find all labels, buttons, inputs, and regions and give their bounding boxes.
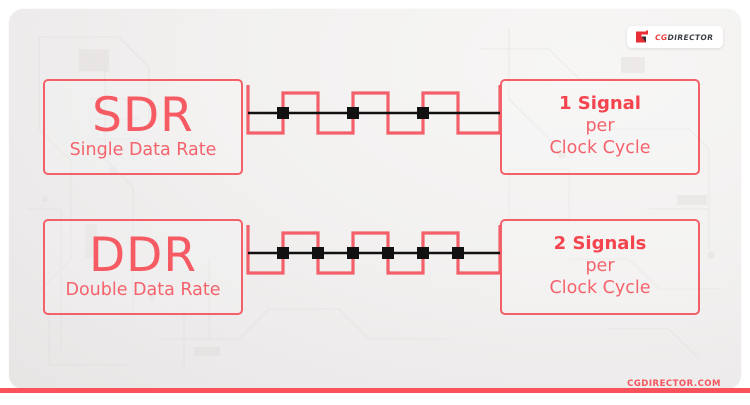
sdr-waveform (246, 85, 502, 135)
sdr-result-line1: 1 Signal (559, 93, 641, 115)
sdr-label-box: SDR Single Data Rate (43, 79, 243, 175)
cgdirector-logo: CGDIRECTOR (626, 26, 723, 48)
infographic-card: CGDIRECTOR SDR Single Data Rate 1 Signal… (9, 9, 741, 389)
cgdirector-flag-icon (635, 30, 648, 43)
sdr-title: SDR (92, 87, 194, 143)
ddr-signal-marker (382, 247, 394, 259)
ddr-signal-marker (417, 247, 429, 259)
sdr-signal-marker (347, 107, 359, 119)
ddr-result-line3: Clock Cycle (549, 277, 651, 298)
ddr-title: DDR (88, 227, 198, 283)
sdr-result-box: 1 Signal per Clock Cycle (500, 79, 700, 175)
cgdirector-wordmark: CGDIRECTOR (654, 33, 714, 42)
logo-text-suffix: DIRECTOR (666, 32, 714, 42)
watermark-text: CGDIRECTOR.COM (627, 379, 721, 389)
ddr-result-line1: 2 Signals (553, 233, 647, 255)
row-sdr: SDR Single Data Rate 1 Signal per Clock … (9, 79, 741, 199)
ddr-result-box: 2 Signals per Clock Cycle (500, 219, 700, 315)
row-ddr: DDR Double Data Rate 2 Signals per Clock… (9, 219, 741, 339)
bottom-accent-bar (0, 388, 750, 393)
sdr-subtitle: Single Data Rate (69, 140, 217, 161)
sdr-signal-marker (277, 107, 289, 119)
ddr-label-box: DDR Double Data Rate (43, 219, 243, 315)
sdr-signal-marker (417, 107, 429, 119)
sdr-result-line3: Clock Cycle (549, 137, 651, 158)
ddr-signal-marker (452, 247, 464, 259)
ddr-waveform (246, 225, 502, 275)
ddr-signal-marker (347, 247, 359, 259)
ddr-subtitle: Double Data Rate (65, 280, 221, 301)
ddr-signal-marker (277, 247, 289, 259)
ddr-result-line2: per (585, 256, 615, 277)
ddr-signal-marker (312, 247, 324, 259)
sdr-result-line2: per (585, 116, 615, 137)
